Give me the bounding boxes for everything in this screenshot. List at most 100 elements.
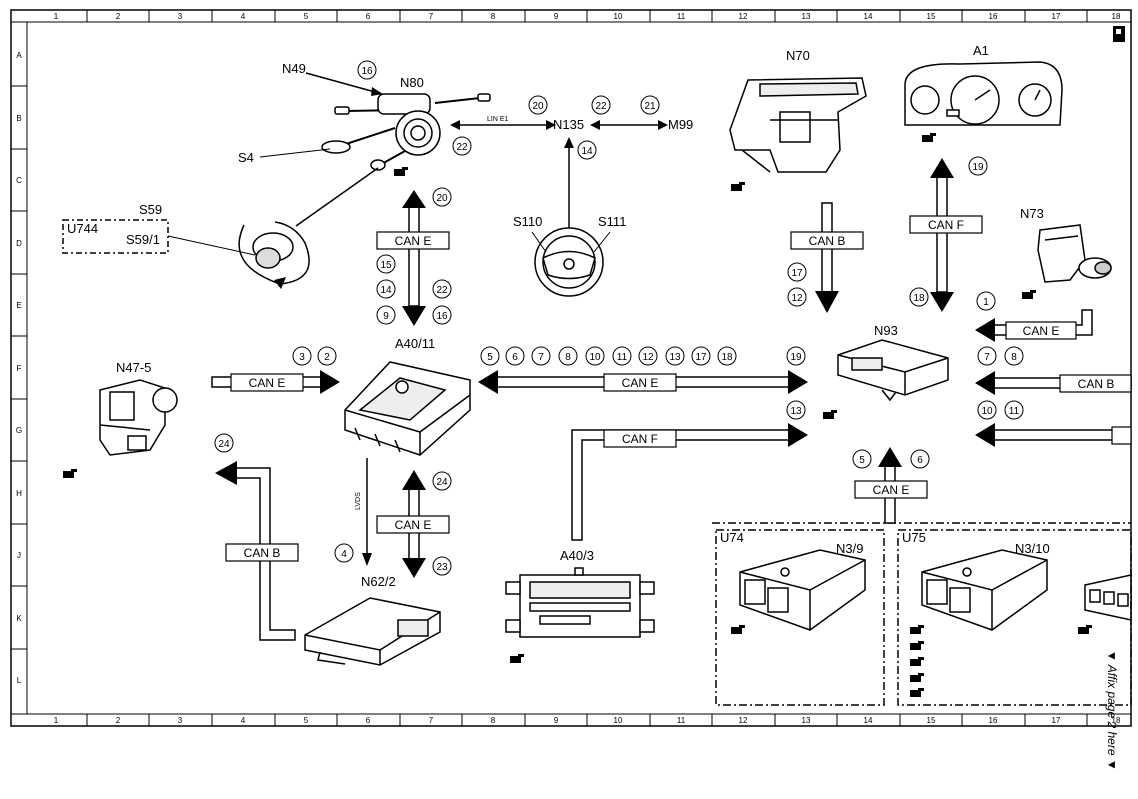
col-label: 7 <box>429 12 434 21</box>
n93-gateway-icon <box>837 339 949 402</box>
col-label: 13 <box>802 12 811 21</box>
marker: 22 <box>591 95 611 115</box>
col-label: 18 <box>1112 716 1121 725</box>
n3-9-engine-ecu-icon <box>739 549 866 631</box>
diagram-frame <box>10 9 1132 727</box>
marker: 2 <box>317 346 337 366</box>
svg-text:19: 19 <box>972 162 984 173</box>
steering-wheel-icon <box>531 227 611 297</box>
can-b-n62-to-n47: CAN B <box>215 461 299 641</box>
svg-text:20: 20 <box>436 193 448 204</box>
grid-ticks <box>11 10 1088 726</box>
label-s4: S4 <box>238 150 254 165</box>
svg-text:5: 5 <box>859 455 865 466</box>
lvds-label: LVDS <box>355 492 362 510</box>
marker: 3 <box>292 346 312 366</box>
marker: 24 <box>432 471 452 491</box>
n73-ignition-switch-icon <box>1037 224 1112 283</box>
col-label: 12 <box>739 716 748 725</box>
col-label: 16 <box>989 12 998 21</box>
label-s110: S110 <box>513 214 542 229</box>
reference-hand-icon <box>394 167 408 176</box>
col-label: 14 <box>864 12 873 21</box>
grid-columns-top: 1 2 3 4 5 6 7 8 9 10 11 12 13 14 15 16 1… <box>54 12 1121 21</box>
label-n80: N80 <box>400 75 424 90</box>
marker: 18 <box>717 346 737 366</box>
n62-2-control-unit-icon <box>304 597 441 666</box>
lin-e1-label: LIN E1 <box>487 116 509 123</box>
svg-text:7: 7 <box>984 352 990 363</box>
marker: 22 <box>432 279 452 299</box>
n3-10-engine-ecu-icon <box>921 549 1048 631</box>
col-label: 9 <box>554 716 559 725</box>
reference-hand-icon <box>731 182 745 191</box>
svg-text:17: 17 <box>791 268 803 279</box>
marker: 9 <box>376 305 396 325</box>
a40-3-audio-unit-icon <box>505 567 655 638</box>
can-f-label: CAN F <box>928 218 964 232</box>
col-label: 17 <box>1052 12 1061 21</box>
arrow-head-icon <box>546 120 556 130</box>
label-n3-10: N3/10 <box>1015 541 1050 556</box>
row-label: G <box>16 426 22 435</box>
label-a40-3: A40/3 <box>560 548 594 563</box>
svg-text:21: 21 <box>644 101 656 112</box>
affix-page-note: ▼ Affix page 2 here ▼ <box>1105 650 1119 771</box>
can-b-label: CAN B <box>1078 377 1115 391</box>
marker: 16 <box>432 305 452 325</box>
svg-text:4: 4 <box>341 549 347 560</box>
label-s59-1: S59/1 <box>126 232 160 247</box>
row-label: D <box>16 239 22 248</box>
marker: 1 <box>976 291 996 311</box>
leader-s4 <box>259 148 331 158</box>
grid-columns-bottom: 1 2 3 4 5 6 7 8 9 10 11 12 13 14 15 16 1… <box>54 716 1121 725</box>
arrow-head-icon <box>450 120 460 130</box>
label-n49: N49 <box>282 61 306 76</box>
svg-text:22: 22 <box>595 101 607 112</box>
row-label: K <box>16 614 22 623</box>
can-e-a40-to-n62: CAN E <box>376 470 450 578</box>
u74-box <box>715 529 885 706</box>
label-n3-9: N3/9 <box>836 541 863 556</box>
row-label: C <box>16 176 22 185</box>
col-label: 16 <box>989 716 998 725</box>
row-label: A <box>16 51 22 60</box>
marker: 11 <box>612 346 632 366</box>
col-label: 14 <box>864 716 873 725</box>
svg-text:9: 9 <box>383 311 389 322</box>
can-b-from-right: CAN B <box>975 371 1132 395</box>
marker: 13 <box>786 400 806 420</box>
page-corner-icon <box>1113 26 1125 42</box>
can-e-vertical-n80: CAN E <box>376 190 450 326</box>
col-label: 2 <box>116 12 121 21</box>
label-a40-11: A40/11 <box>395 336 435 351</box>
arrow-head-icon <box>371 87 383 96</box>
row-label: B <box>16 114 21 123</box>
col-label: 11 <box>677 716 686 725</box>
svg-text:22: 22 <box>436 285 448 296</box>
row-label: E <box>16 301 21 310</box>
col-label: 12 <box>739 12 748 21</box>
arrow-head-icon <box>590 120 600 130</box>
can-b-vertical-n70: CAN B <box>790 202 864 313</box>
marker: 12 <box>638 346 658 366</box>
label-m99: M99 <box>668 117 693 132</box>
u75-box <box>897 529 1132 706</box>
marker: 6 <box>910 449 930 469</box>
bus-from-right-row-g <box>975 423 1132 447</box>
svg-text:15: 15 <box>380 260 392 271</box>
col-label: 10 <box>614 716 623 725</box>
svg-text:2: 2 <box>324 352 330 363</box>
can-b-label: CAN B <box>244 546 281 560</box>
svg-text:5: 5 <box>487 352 493 363</box>
reference-hand-icon <box>910 673 924 682</box>
marker: 19 <box>786 346 806 366</box>
arrow-head-icon <box>564 137 574 148</box>
marker: 10 <box>977 400 997 420</box>
can-e-label: CAN E <box>1023 324 1060 338</box>
svg-text:16: 16 <box>361 66 373 77</box>
svg-text:6: 6 <box>917 455 923 466</box>
row-label: H <box>16 489 22 498</box>
marker: 7 <box>531 346 551 366</box>
